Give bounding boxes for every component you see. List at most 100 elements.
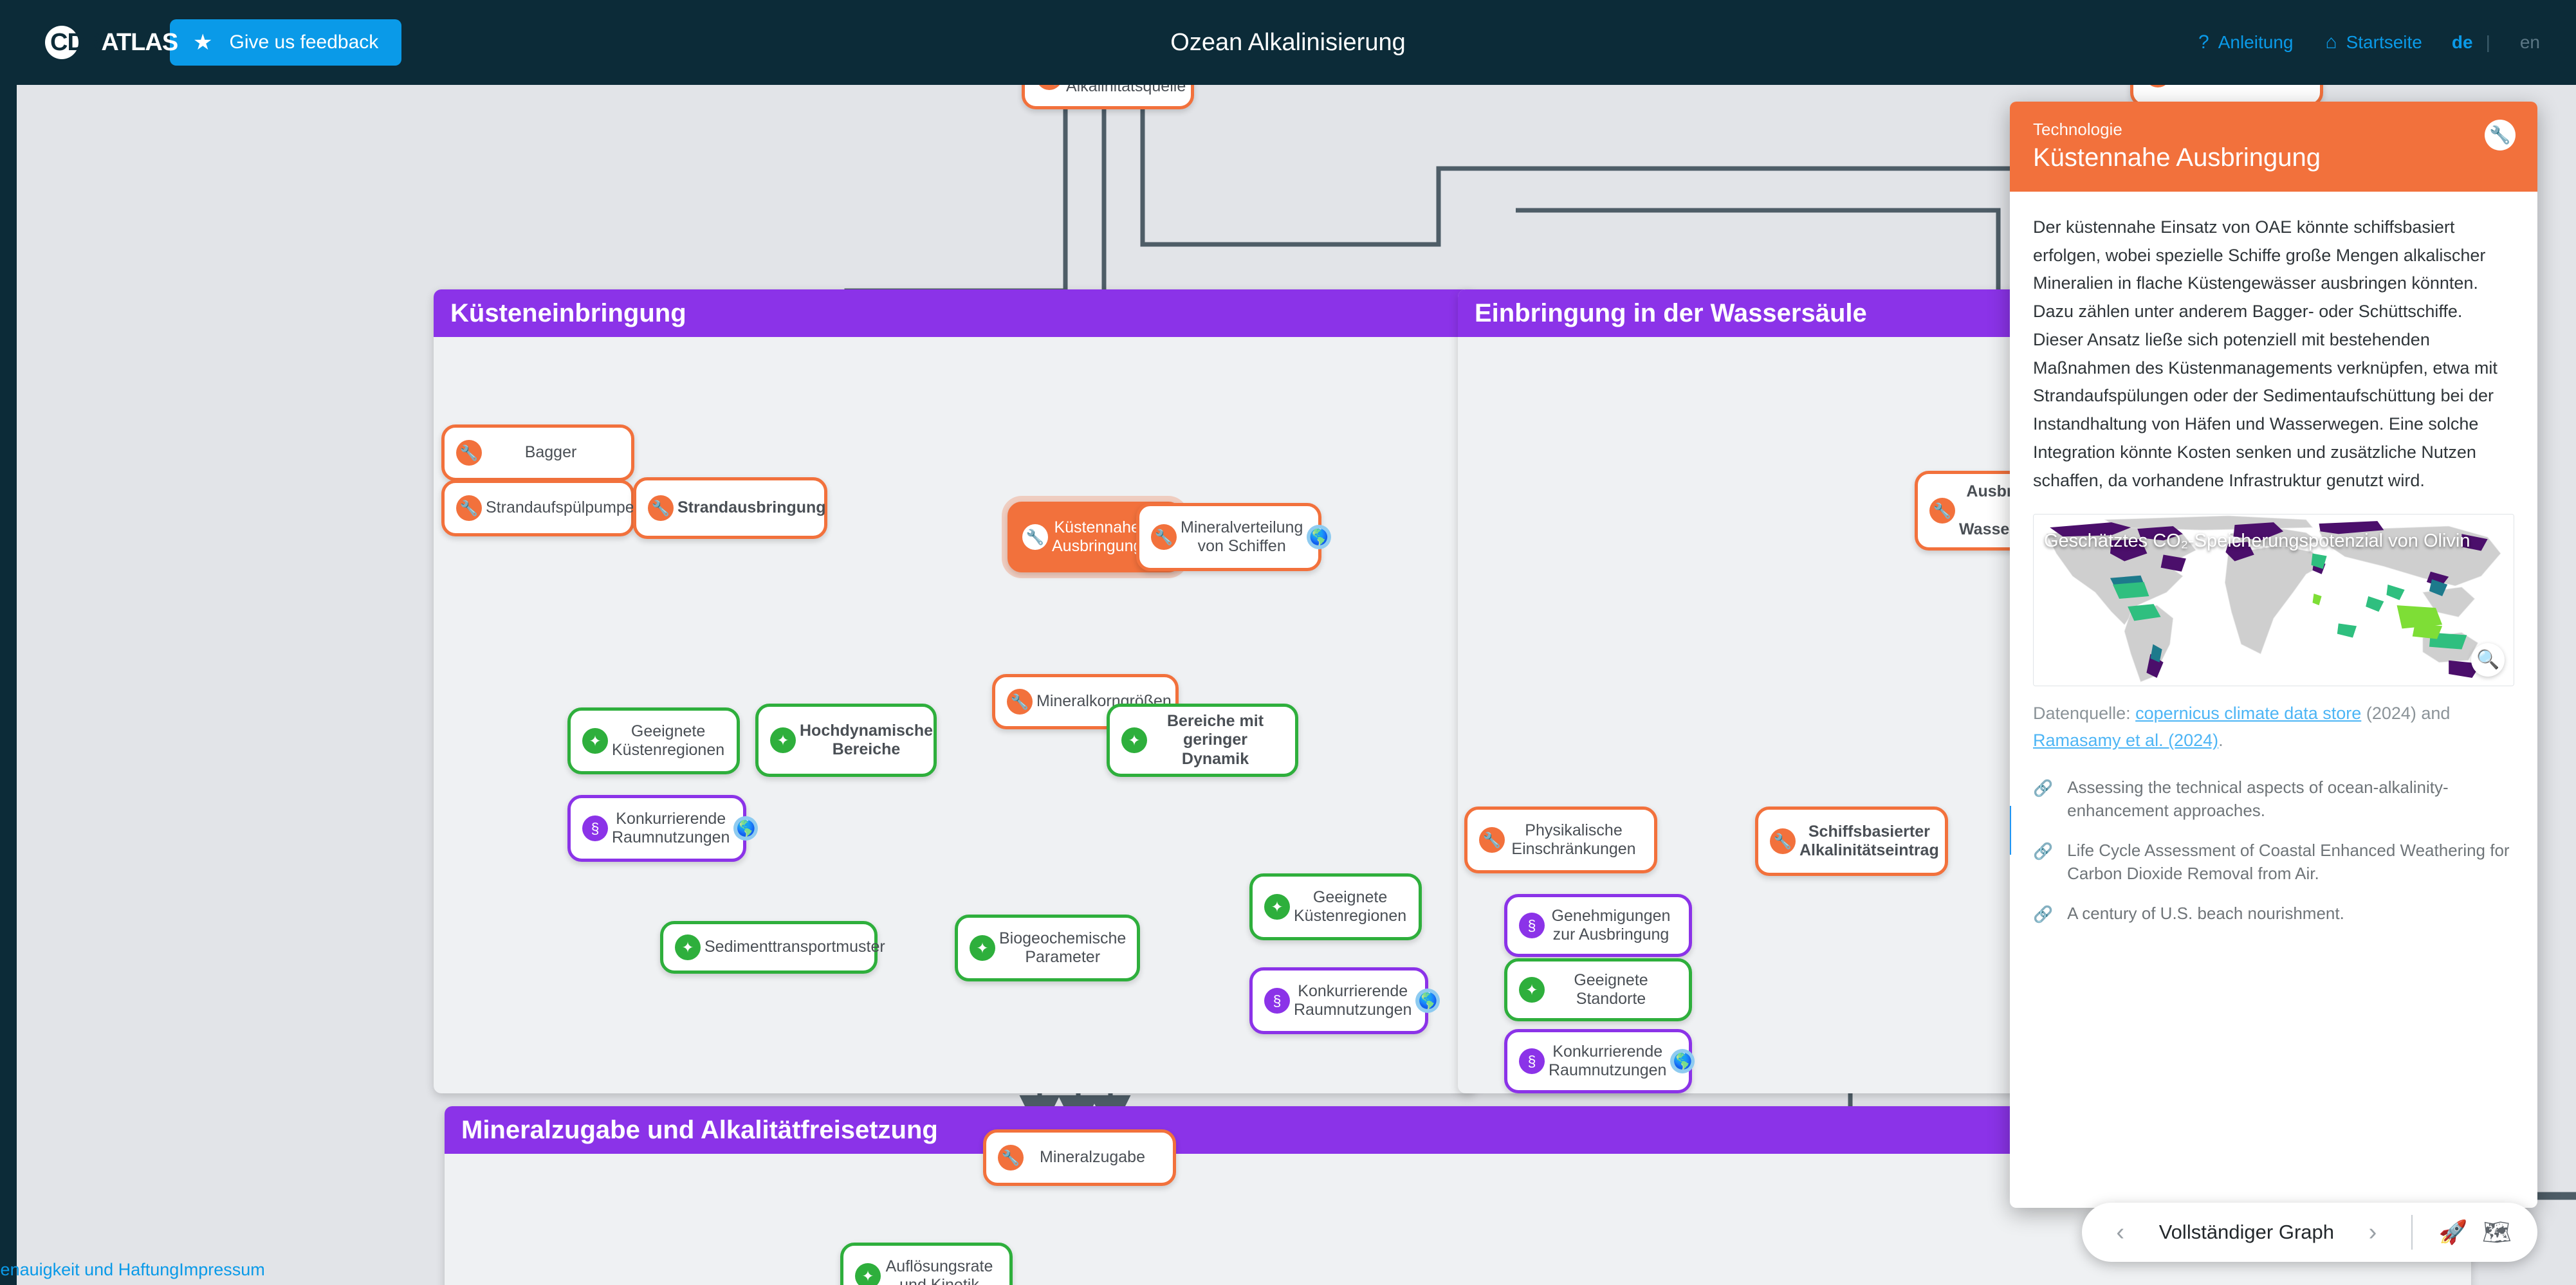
leaf-icon: ✦: [1264, 894, 1290, 920]
panel-title: Küstennahe Ausbringung: [2033, 143, 2321, 172]
wrench-icon: 🔧: [1929, 498, 1955, 524]
logo-mark: CDRATLAS: [45, 24, 178, 60]
wrench-icon: 🔧: [1007, 689, 1033, 715]
rocket-icon[interactable]: 🚀: [2438, 1219, 2468, 1245]
nav-anleitung[interactable]: ? Anleitung: [2198, 32, 2293, 53]
wrench-icon: 🔧: [648, 495, 674, 521]
data-source-label: Datenquelle:: [2033, 704, 2131, 724]
paragraph-icon: §: [1519, 1048, 1545, 1074]
data-source-link-copernicus[interactable]: copernicus climate data store: [2135, 704, 2362, 724]
reference-label[interactable]: Life Cycle Assessment of Coastal Enhance…: [2067, 840, 2510, 883]
globe-icon: 🌎: [1415, 989, 1440, 1013]
chain-link-icon: 🔗: [2033, 905, 2054, 924]
node-strandausbringung[interactable]: 🔧 Strandausbringung: [633, 477, 827, 539]
lang-de[interactable]: de: [2451, 32, 2473, 52]
wrench-icon: 🔧: [1022, 524, 1048, 550]
left-rail: [0, 85, 17, 1285]
map-icon[interactable]: 🗺: [2482, 1219, 2512, 1245]
magnifier-icon[interactable]: 🔍: [2471, 643, 2505, 677]
list-item[interactable]: 🔗 A century of U.S. beach nourishment.: [2033, 902, 2514, 926]
home-icon: ⌂: [2325, 32, 2337, 53]
panel-description: Der küstennahe Einsatz von OAE könnte sc…: [2033, 217, 2498, 490]
panel-header: Technologie Küstennahe Ausbringung 🔧: [2010, 102, 2537, 192]
node-bagger[interactable]: 🔧 Bagger: [441, 424, 634, 481]
data-source-link-ramasamy[interactable]: Ramasamy et al. (2024): [2033, 731, 2219, 751]
star-icon: ★: [193, 30, 213, 55]
logo-text-cdr: CDR: [50, 28, 102, 56]
graph-navigation-toolbar[interactable]: ‹ Vollständiger Graph › 🚀 🗺: [2081, 1203, 2537, 1262]
panel-drag-handle[interactable]: ⋮⋮⋮⋮: [2010, 806, 2016, 855]
leaf-icon: ✦: [675, 934, 701, 960]
leaf-icon: ✦: [770, 727, 796, 753]
wrench-icon: 🔧: [2145, 85, 2171, 87]
reference-label[interactable]: Assessing the technical aspects of ocean…: [2067, 778, 2449, 820]
node-mineralzugabe[interactable]: 🔧 Mineralzugabe: [983, 1129, 1176, 1186]
node-label: Mineralzugabe: [1040, 1148, 1145, 1167]
grip-dots-icon: ⋮⋮⋮⋮: [2010, 816, 2018, 844]
node-label: Sedimenttransportmuster: [704, 938, 885, 956]
node-feste-alkalinitaetsquelle[interactable]: 🔧 FesteAlkalinitätsquelle: [1022, 85, 1194, 109]
node-sedimenttransportmuster[interactable]: ✦ Sedimenttransportmuster: [660, 921, 885, 974]
lang-separator: |: [2485, 32, 2490, 52]
leaf-icon: ✦: [970, 935, 995, 961]
logo-text-atlas: ATLAS: [101, 28, 178, 56]
wrench-icon: 🔧: [1151, 524, 1177, 550]
nav-startseite-label: Startseite: [2346, 32, 2422, 52]
panel-body: Der küstennahe Einsatz von OAE könnte sc…: [2010, 192, 2537, 1208]
chevron-left-icon[interactable]: ‹: [2116, 1218, 2125, 1246]
reference-label[interactable]: A century of U.S. beach nourishment.: [2067, 903, 2344, 923]
app-header: CDRATLAS ★ Give us feedback Ozean Alkali…: [0, 0, 2576, 85]
figure-caption: Geschätztes CO₂-Speicherungspotenzial vo…: [2044, 531, 2470, 552]
globe-icon: 🌎: [1670, 1049, 1695, 1073]
brand-logo[interactable]: CDRATLAS: [45, 24, 178, 60]
give-feedback-button[interactable]: ★ Give us feedback: [170, 19, 402, 66]
nav-startseite[interactable]: ⌂ Startseite: [2325, 32, 2422, 53]
panel-kicker: Technologie: [2033, 120, 2122, 139]
list-item[interactable]: 🔗 Life Cycle Assessment of Coastal Enhan…: [2033, 839, 2514, 886]
group-title: Küsteneinbringung: [434, 289, 1476, 337]
world-map-image: [2034, 515, 2514, 686]
figure-thumbnail[interactable]: Geschätztes CO₂-Speicherungspotenzial vo…: [2033, 514, 2514, 687]
node-strandaufspuelpumpen[interactable]: 🔧 Strandaufspülpumpen: [441, 480, 643, 536]
chevron-right-icon[interactable]: ›: [2368, 1218, 2377, 1246]
node-mineralkorngroessen[interactable]: 🔧 Mineralkorngrößen: [992, 674, 1179, 729]
globe-icon: 🌎: [1307, 525, 1332, 549]
leaf-icon: ✦: [855, 1263, 881, 1285]
wrench-icon: 🔧: [1036, 85, 1062, 90]
lang-en[interactable]: en: [2519, 32, 2540, 52]
detail-panel[interactable]: ⋮⋮⋮⋮ Technologie Küstennahe Ausbringung …: [2010, 102, 2537, 1208]
paragraph-icon: §: [1264, 988, 1290, 1014]
list-item[interactable]: 🔗 Assessing the technical aspects of oce…: [2033, 776, 2514, 823]
node-label: FesteAlkalinitätsquelle: [1066, 85, 1186, 95]
group-kuesteneinbringung: Küsteneinbringung: [434, 289, 1476, 1093]
node-label: Bagger: [524, 443, 577, 462]
data-source-end: .: [2218, 731, 2223, 751]
leaf-icon: ✦: [582, 728, 608, 754]
footer-links[interactable]: tengenauigkeit und HaftungImpressum: [0, 1260, 265, 1279]
